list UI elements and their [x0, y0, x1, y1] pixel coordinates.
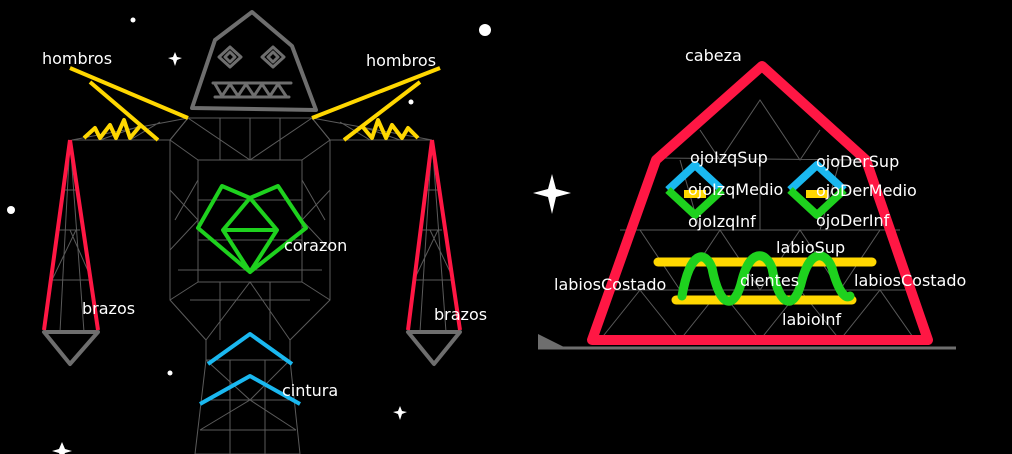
label-right-eye-bottom: ojoDerInf	[816, 211, 890, 230]
label-lip-corner-left: labiosCostado	[554, 275, 666, 294]
label-left-eye-middle: ojoIzqMedio	[688, 180, 783, 199]
robot-arm-right	[406, 139, 462, 331]
label-left-eye-top: ojoIzqSup	[690, 148, 768, 167]
teeth	[677, 251, 855, 306]
stars	[7, 17, 571, 454]
star-dot	[479, 24, 491, 36]
robot-figure: hombros hombros brazos brazos corazon ci…	[42, 10, 487, 454]
base-plate-corner	[538, 334, 566, 348]
star-icon	[52, 442, 72, 454]
robot-shoulder-right	[311, 66, 441, 142]
star-icon	[393, 406, 407, 420]
label-arm-right: brazos	[434, 305, 487, 324]
eye-left	[665, 161, 725, 219]
star-dot	[167, 370, 173, 376]
head-outline	[587, 61, 933, 345]
robot-shoulder-mesh	[71, 117, 433, 141]
robot-heart-gem	[196, 184, 308, 274]
star-dot	[408, 99, 414, 105]
label-teeth: dientes	[740, 271, 799, 290]
label-heart: corazon	[284, 236, 347, 255]
label-left-eye-bottom: ojoIzqInf	[688, 212, 756, 231]
face-detail: cabeza ojoIzqSup ojoIzqMedio ojoIzqInf o…	[538, 46, 966, 350]
label-head: cabeza	[685, 46, 742, 65]
label-right-eye-middle: ojoDerMedio	[816, 181, 917, 200]
label-shoulder-right: hombros	[366, 51, 436, 70]
label-right-eye-top: ojoDerSup	[816, 152, 899, 171]
star-dot	[7, 206, 15, 214]
star-icon	[533, 174, 571, 214]
robot-hand-right	[406, 330, 462, 366]
robot-hand-left	[42, 330, 100, 366]
star-icon	[168, 52, 182, 66]
label-arm-left: brazos	[82, 299, 135, 318]
robot-shoulder-left	[69, 66, 189, 142]
robot-head	[190, 10, 318, 112]
label-shoulder-left: hombros	[42, 49, 112, 68]
label-upper-lip: labioSup	[776, 238, 845, 257]
star-dot	[130, 17, 136, 23]
label-lower-lip: labioInf	[782, 310, 842, 329]
eye-right	[787, 161, 847, 219]
label-lip-corner-right: labiosCostado	[854, 271, 966, 290]
label-waist: cintura	[282, 381, 338, 400]
robot-arm-left	[42, 139, 100, 331]
robot-waist	[199, 332, 301, 406]
